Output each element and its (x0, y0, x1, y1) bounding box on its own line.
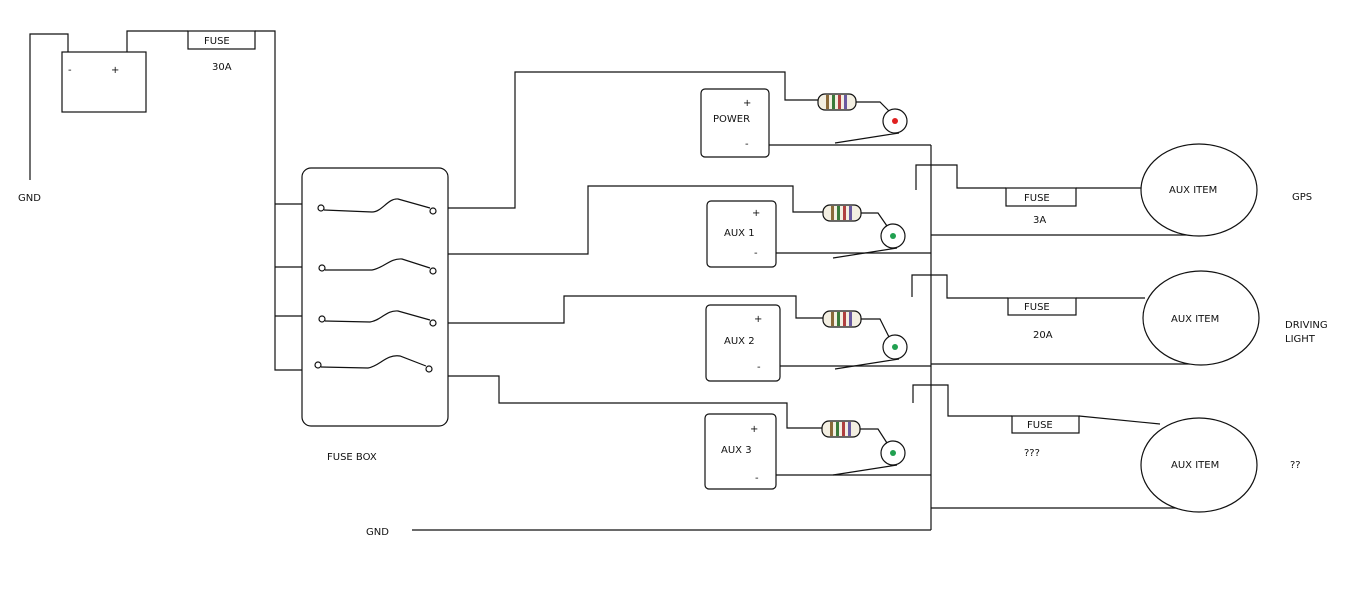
branch-fuse-3-label: FUSE (1027, 420, 1053, 431)
fuse-box-label: FUSE BOX (327, 452, 377, 463)
led-return-wire (832, 464, 898, 476)
resistor-icon (821, 420, 861, 438)
switch-aux-1-plus: + (752, 208, 760, 219)
resistor-band (848, 422, 851, 436)
branch-fuse-2: FUSE 20A (1007, 297, 1145, 341)
aux-item-driving-light-name-1: DRIVING (1285, 320, 1328, 331)
aux-item-gps-label: AUX ITEM (1169, 185, 1217, 196)
switch-aux-2-plus: + (754, 314, 762, 325)
resistor-led-3 (822, 310, 908, 370)
resistor-band (831, 312, 834, 326)
switch-aux-1-minus: - (754, 248, 758, 259)
switch-power: + POWER - (700, 88, 770, 158)
resistor-band (832, 95, 835, 109)
resistor-band (849, 206, 852, 220)
fuse-box-switch-2 (318, 258, 437, 275)
aux-item-unknown-label: AUX ITEM (1171, 460, 1219, 471)
resistor-led-4 (821, 420, 906, 476)
resistor-band (837, 312, 840, 326)
switch-output-wires (412, 144, 1190, 531)
resistor-band (843, 312, 846, 326)
fuse-box: FUSE BOX (301, 167, 449, 463)
main-fuse-label: FUSE (204, 36, 230, 47)
led-feed-wire (860, 428, 888, 444)
switch-power-plus: + (743, 98, 751, 109)
resistor-icon (822, 204, 862, 222)
branch-fuse-2-rating: 20A (1033, 330, 1053, 341)
branch-fuse-1-rating: 3A (1033, 215, 1046, 226)
resistor-band (842, 422, 845, 436)
led-return-wire (834, 358, 900, 370)
led-dot (890, 450, 896, 456)
resistor-band (826, 95, 829, 109)
branch-fuse-1: FUSE 3A (1005, 187, 1142, 226)
main-fuse: FUSE 30A (187, 30, 256, 73)
switch-power-minus: - (745, 139, 749, 150)
branch-fuse-3-rating: ??? (1024, 448, 1040, 459)
aux-item-unknown-name: ?? (1290, 460, 1301, 471)
branch-fuse-3: FUSE ??? (1011, 415, 1161, 459)
led-feed-wire (861, 318, 890, 338)
battery-negative-label: - (68, 65, 72, 76)
switch-aux-3-label: AUX 3 (721, 445, 752, 456)
fuse-box-output-wires (448, 71, 823, 429)
resistor-band (843, 206, 846, 220)
fuse-box-switch-1 (317, 198, 437, 215)
gnd-label-bottom: GND (366, 527, 389, 538)
switch-power-label: POWER (713, 114, 750, 125)
fuse-box-switch-3 (318, 310, 437, 327)
switch-aux-2-minus: - (757, 362, 761, 373)
led-return-wire (834, 132, 900, 144)
resistor-led-2 (822, 204, 906, 259)
aux-item-gps-name: GPS (1292, 192, 1312, 203)
led-feed-wire (856, 101, 890, 112)
resistor-led-layer (817, 93, 908, 476)
aux-item-driving-light-label: AUX ITEM (1171, 314, 1219, 325)
resistor-band (838, 95, 841, 109)
resistor-icon (822, 310, 862, 328)
resistor-icon (817, 93, 857, 111)
resistor-led-1 (817, 93, 908, 144)
switch-aux-3-plus: + (750, 424, 758, 435)
main-feed-wire (126, 30, 302, 371)
resistor-band (844, 95, 847, 109)
main-fuse-rating: 30A (212, 62, 232, 73)
aux-item-unknown: AUX ITEM ?? (1140, 417, 1301, 513)
led-dot (892, 344, 898, 350)
resistor-band (836, 422, 839, 436)
resistor-band (831, 206, 834, 220)
aux-item-gps: AUX ITEM GPS (1140, 143, 1312, 237)
branch-fuse-2-label: FUSE (1024, 302, 1050, 313)
aux-item-driving-light-name-2: LIGHT (1285, 334, 1316, 345)
battery-positive-label: + (111, 65, 119, 76)
resistor-band (849, 312, 852, 326)
switch-aux-1: + AUX 1 - (706, 200, 777, 268)
led-feed-wire (861, 212, 888, 227)
led-dot (890, 233, 896, 239)
branch-fuse-1-label: FUSE (1024, 193, 1050, 204)
gnd-label-top: GND (18, 193, 41, 204)
switch-aux-1-label: AUX 1 (724, 228, 755, 239)
ground-wire-battery (29, 33, 69, 180)
led-dot (892, 118, 898, 124)
switch-aux-3: + AUX 3 - (704, 413, 777, 490)
resistor-band (830, 422, 833, 436)
switch-aux-2: + AUX 2 - (705, 304, 781, 382)
aux-item-driving-light: AUX ITEM DRIVING LIGHT (1142, 270, 1328, 366)
fuse-box-switch-4 (314, 355, 433, 373)
resistor-band (837, 206, 840, 220)
switch-aux-2-label: AUX 2 (724, 336, 755, 347)
battery: - + (61, 51, 147, 113)
switch-aux-3-minus: - (755, 473, 759, 484)
